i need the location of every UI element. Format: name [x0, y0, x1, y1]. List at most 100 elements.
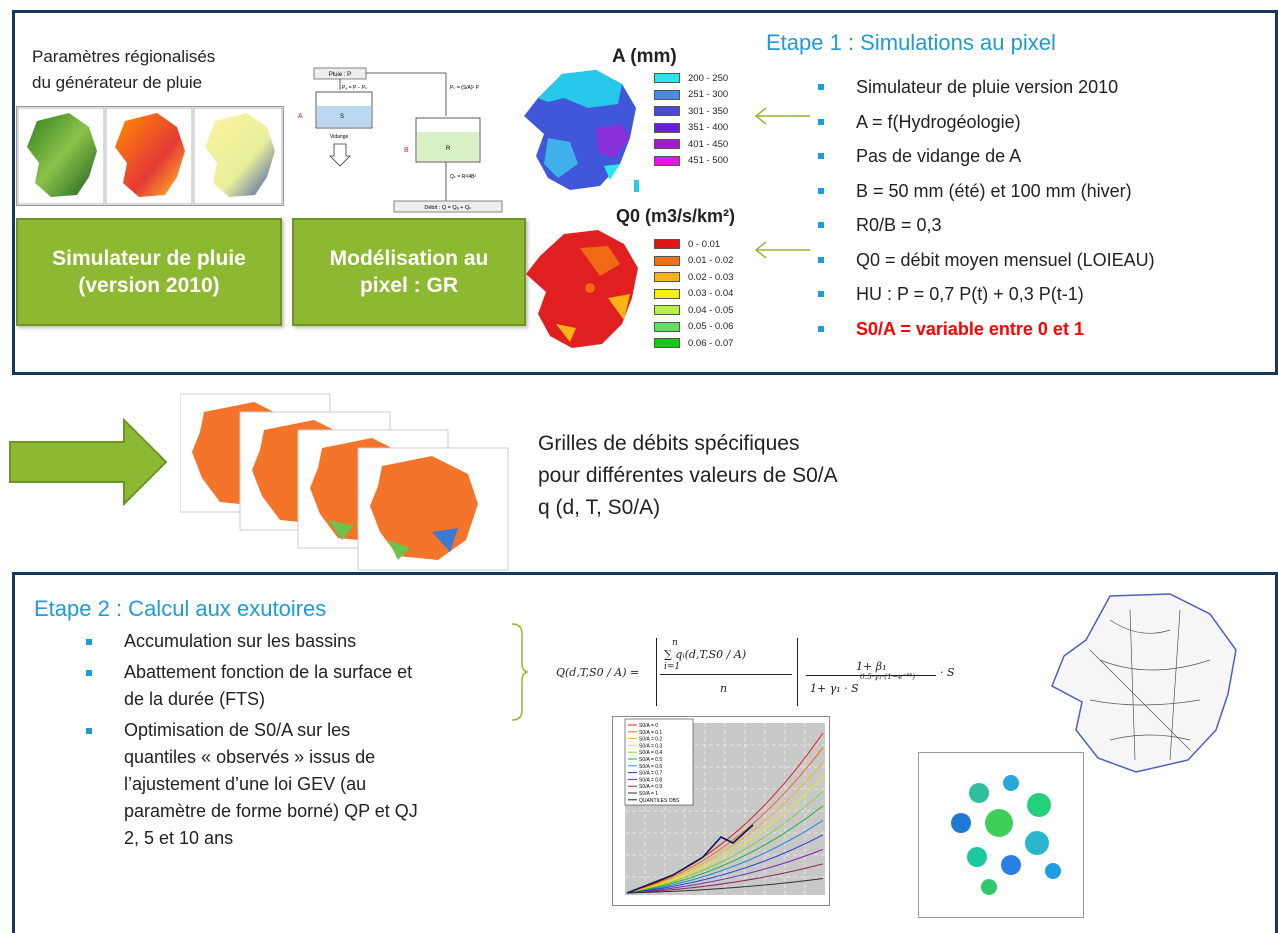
step1-bullet: B = 50 mm (été) et 100 mm (hiver) [812, 174, 1272, 209]
chart-legend-label: QUANTILES OBS [639, 798, 680, 804]
bullet-text: A = f(Hydrogéologie) [856, 111, 1021, 132]
legend-swatch [654, 122, 680, 133]
bullet-icon [818, 256, 824, 263]
legend-label: 301 - 350 [688, 105, 729, 117]
bullet-icon [818, 291, 824, 297]
bullet-icon [86, 639, 92, 645]
step1-bullet: HU : P = 0,7 P(t) + 0,3 P(t-1) [812, 277, 1272, 312]
stacked-grid-maps [179, 392, 510, 572]
chart-curve [626, 761, 824, 894]
chart-curves [626, 732, 824, 894]
gr-model-schema-svg: Pluie : P Pₐ = P − Pₖ Pₖ = (S/A)² P A S … [298, 67, 503, 213]
stacked-grid-maps-svg [179, 393, 509, 571]
step2-title: Etape 2 : Calcul aux exutoires [34, 596, 327, 621]
schema-b-label: B [404, 147, 409, 154]
chart-legend-label: S0/A = 0.4 [639, 750, 662, 756]
bullet-text: Abattement fonction de la surface et de … [124, 662, 413, 709]
formula: Q(d,T,S0 / A) = n ∑ qᵢ(d,T,S0 / A) i=1 n… [556, 638, 956, 708]
map-q0-legend-item: 0 - 0.01 [654, 236, 744, 253]
chart-curve [626, 805, 824, 894]
map-q0-legend-item: 0.03 - 0.04 [654, 286, 744, 303]
chart-legend-label: S0/A = 0.1 [639, 730, 662, 736]
bullet-text: B = 50 mm (été) et 100 mm (hiver) [856, 180, 1132, 201]
legend-swatch [654, 288, 680, 299]
legend-label: 451 - 500 [688, 155, 729, 167]
pixel-model-label: Modélisation au pixel : GR [329, 246, 489, 297]
map-q0-legend-item: 0.05 - 0.06 [654, 319, 744, 336]
schema-pb-label: Pₖ = (S/A)² P [450, 85, 480, 91]
legend-swatch [654, 321, 680, 332]
map-a-legend-item: 301 - 350 [654, 103, 734, 120]
arrow-left-icon [754, 241, 810, 259]
optim-map-svg [933, 767, 1067, 899]
step1-bullet-list: Simulateur de pluie version 2010 A = f(H… [812, 70, 1272, 346]
legend-swatch [654, 272, 680, 283]
legend-label: 0.01 - 0.02 [688, 255, 734, 267]
map-q0 [526, 230, 638, 348]
map-q0-legend-item: 0.02 - 0.03 [654, 269, 744, 286]
map-a [524, 70, 639, 192]
step1-bullet: Simulateur de pluie version 2010 [812, 70, 1272, 105]
bullet-icon [818, 222, 824, 228]
legend-label: 0.04 - 0.05 [688, 304, 734, 316]
map-q0-legend: 0 - 0.01 0.01 - 0.02 0.02 - 0.03 0.03 - … [654, 236, 744, 352]
map-a-legend-item: 251 - 300 [654, 87, 734, 104]
watershed-map [1051, 593, 1237, 773]
brace-icon [511, 623, 529, 721]
formula-denominator: n [720, 682, 728, 695]
chart-legend-label: S0/A = 0.7 [639, 771, 662, 777]
chart-curve [626, 790, 824, 894]
map-q0-legend-item: 0.04 - 0.05 [654, 302, 744, 319]
formula-exponent: 0.5·γ₁·(1−e⁻ᵟᵟ) [860, 672, 916, 681]
bullet-icon [86, 728, 92, 734]
bullet-text: Optimisation de S0/A sur les quantiles «… [124, 720, 418, 848]
bullet-icon [86, 670, 92, 676]
rain-param-maps [16, 106, 284, 206]
legend-swatch [654, 89, 680, 100]
map-a-legend-item: 200 - 250 [654, 70, 734, 87]
step1-title: Etape 1 : Simulations au pixel [766, 30, 1056, 55]
rain-simulator-button[interactable]: Simulateur de pluie (version 2010) [16, 218, 282, 326]
formula-frac2-num: 1+ β₁ [856, 660, 887, 673]
chart-curve [626, 732, 824, 894]
schema-r-label: R [446, 146, 451, 152]
schema-qb-label: Qₖ = R²/4B² [450, 174, 476, 180]
chart-legend-label: S0/A = 0.8 [639, 777, 662, 783]
step1-bullet-highlight: S0/A = variable entre 0 et 1 [812, 312, 1272, 347]
big-right-arrow-icon [9, 418, 168, 506]
formula-sum-body: ∑ qᵢ(d,T,S0 / A) [664, 648, 747, 661]
schema-s-label: S [340, 114, 344, 120]
step2-bullet-list: Accumulation sur les bassins Abattement … [80, 628, 526, 852]
chart-legend-label: S0/A = 0 [639, 723, 658, 729]
step1-bullet: R0/B = 0,3 [812, 208, 1272, 243]
map-q0-title: Q0 (m3/s/km²) [616, 206, 736, 226]
schema-vidange-label: Vidange [330, 134, 348, 140]
formula-tail: · S [940, 666, 955, 679]
legend-swatch [654, 139, 680, 150]
chart-curve [626, 834, 824, 894]
rain-param-maps-svg [17, 107, 283, 205]
legend-label: 401 - 450 [688, 138, 729, 150]
map-a-legend-item: 451 - 500 [654, 153, 734, 170]
bullet-icon [818, 84, 824, 90]
chart-legend-label: S0/A = 0.2 [639, 737, 662, 743]
chart-legend-label: S0/A = 0.5 [639, 757, 662, 763]
schema-a-label: A [298, 113, 303, 120]
grids-description: Grilles de débits spécifiques pour diffé… [538, 432, 838, 519]
chart-curve [626, 863, 824, 894]
map-a-legend-item: 401 - 450 [654, 136, 734, 153]
legend-label: 0.02 - 0.03 [688, 271, 734, 283]
bullet-text: Q0 = débit moyen mensuel (LOIEAU) [856, 249, 1155, 270]
france-map-3 [205, 113, 275, 197]
step2-bullet: Optimisation de S0/A sur les quantiles «… [80, 717, 526, 852]
regional-params-caption: Paramètres régionalisés du générateur de… [32, 47, 216, 92]
bullet-text: R0/B = 0,3 [856, 215, 942, 235]
chart-curve [626, 848, 824, 894]
pixel-model-button[interactable]: Modélisation au pixel : GR [292, 218, 526, 326]
chart-legend-label: S0/A = 1 [639, 791, 658, 797]
schema-debit-label: Débit : Q = Qₐ + Qₖ [424, 205, 472, 211]
bullet-text: Pas de vidange de A [856, 146, 1022, 166]
chart-legend-label: S0/A = 0.9 [639, 784, 662, 790]
schema-pluie-label: Pluie : P [329, 72, 351, 78]
